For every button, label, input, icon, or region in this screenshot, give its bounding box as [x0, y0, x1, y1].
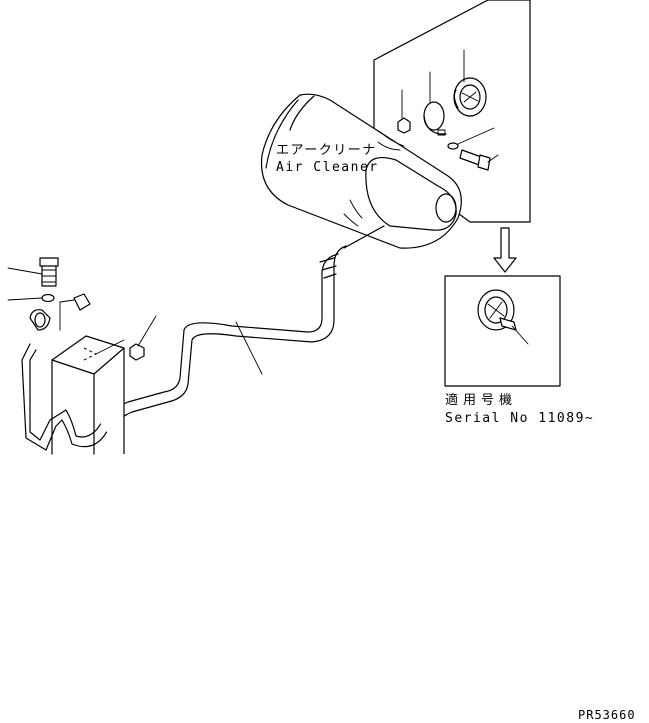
cap-icon [73, 293, 91, 311]
nut-small-icon [397, 117, 411, 134]
air-cleaner-label-jp: エアークリーナ [276, 143, 377, 158]
part-code-label: PR53660 [578, 708, 636, 722]
bolt-icon [459, 149, 491, 171]
detail-box-lower [444, 275, 561, 387]
banjo-bolt-icon [39, 257, 59, 287]
applicable-label-jp: 適用号機 [445, 393, 518, 408]
washer-icon [447, 142, 459, 150]
nut-tank-icon [129, 343, 145, 361]
washer-left-icon [41, 293, 55, 303]
arrow-down-icon [493, 227, 517, 273]
band-clamp-icon [423, 101, 447, 136]
air-cleaner-label-en: Air Cleaner [276, 160, 379, 175]
clamp-large-icon [453, 77, 487, 117]
serial-label: Serial No 11089~ [445, 411, 595, 426]
fittings-left [7, 257, 157, 361]
reservoir-tank [51, 335, 125, 455]
air-cleaner [260, 93, 462, 249]
hose-assembly [21, 225, 385, 451]
banjo-fitting-icon [29, 309, 51, 331]
